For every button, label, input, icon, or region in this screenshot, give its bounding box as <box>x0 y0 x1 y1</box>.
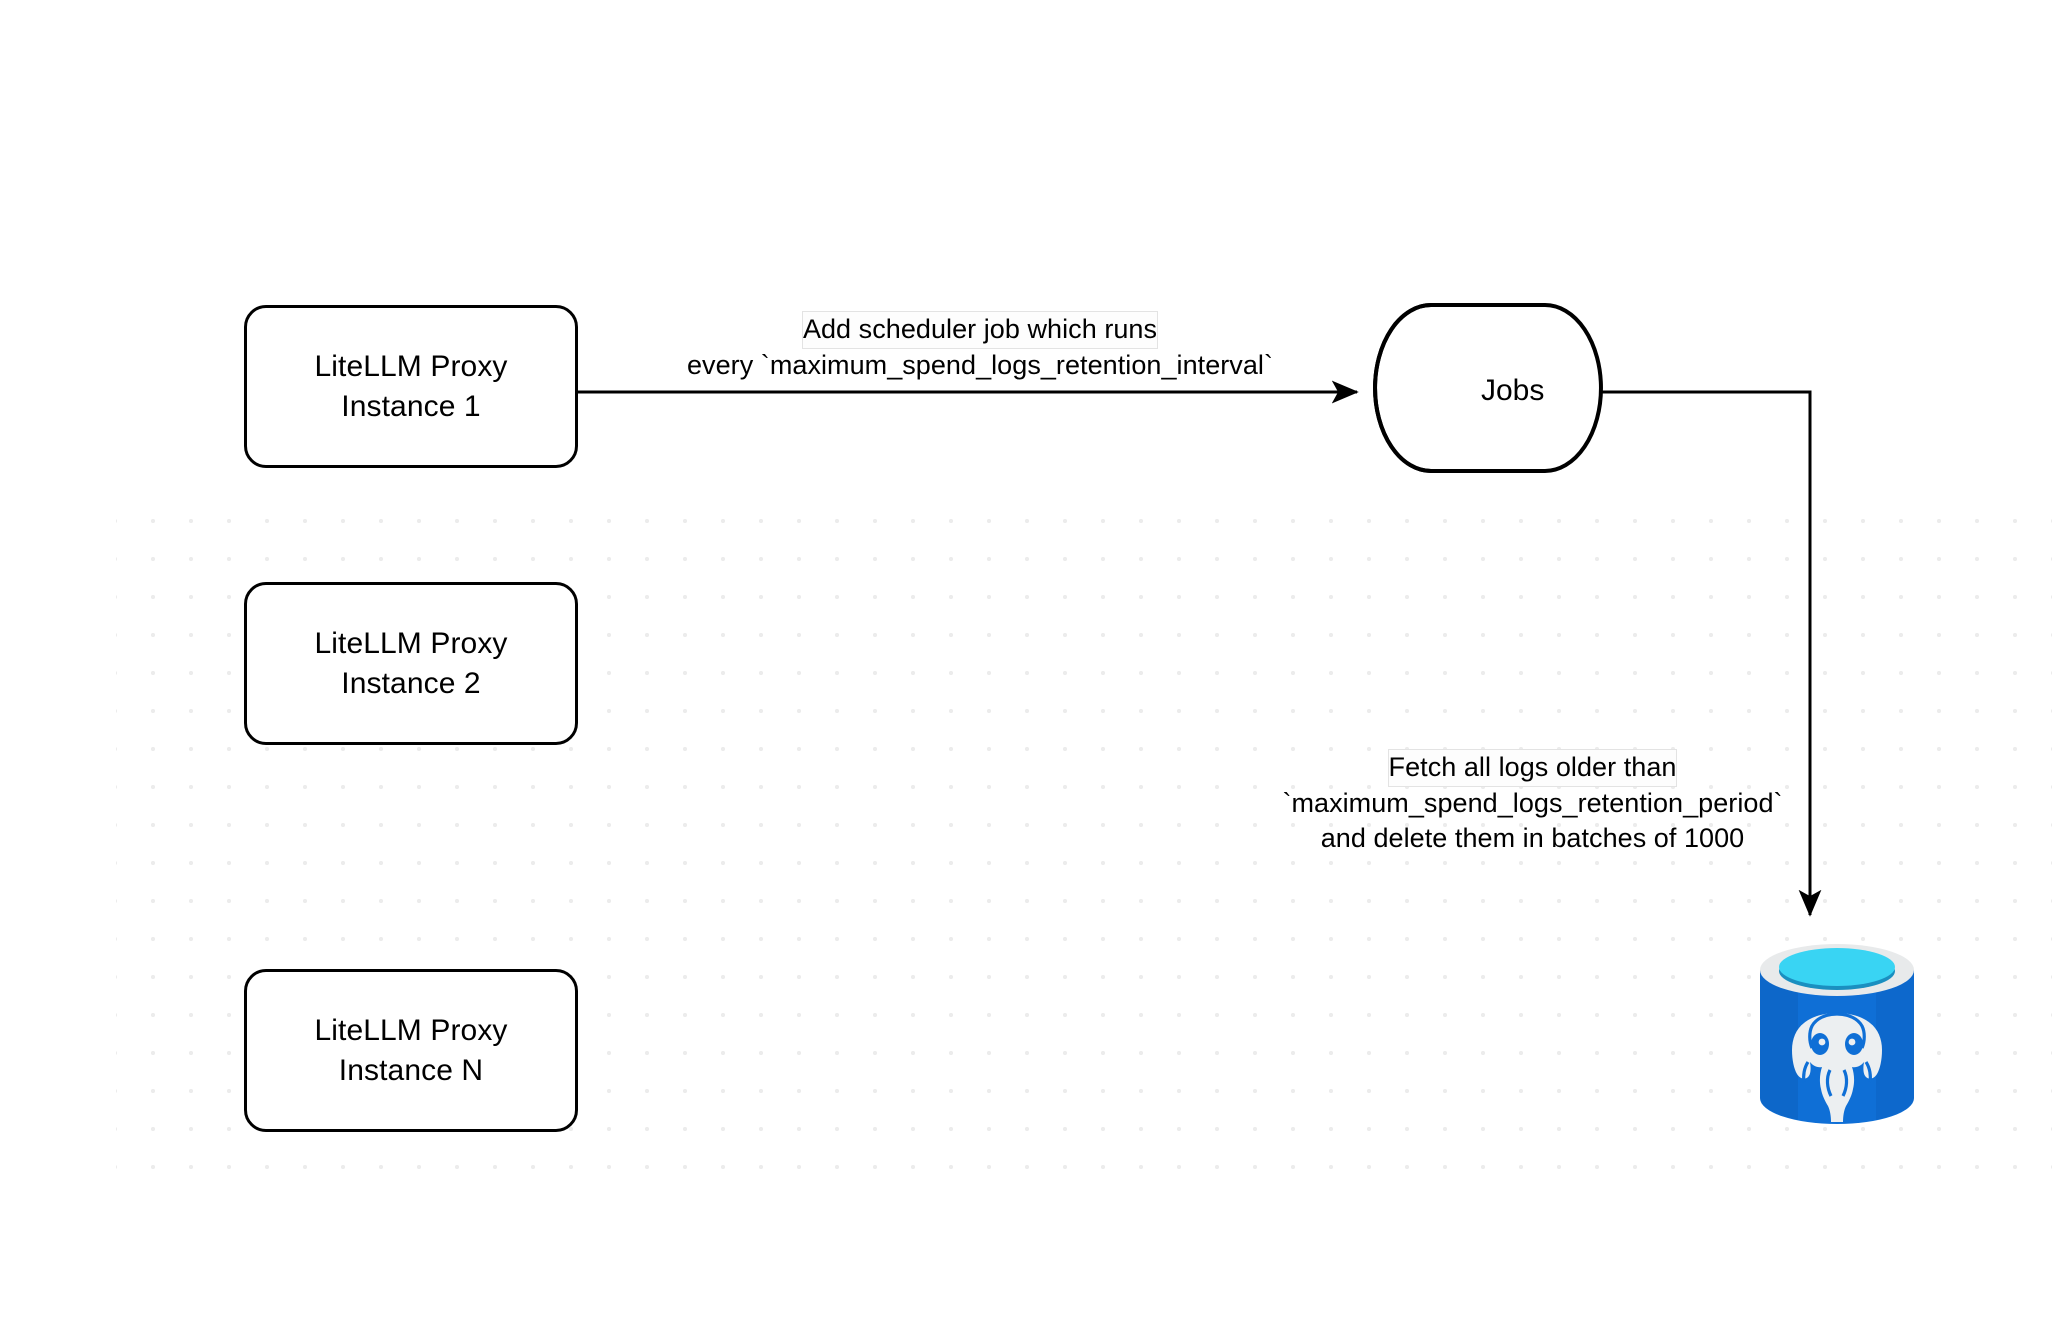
edge-label-line: Add scheduler job which runs <box>802 312 1158 348</box>
node-jobs-label: Jobs <box>1481 374 1545 407</box>
node-label-line: LiteLLM Proxy <box>314 626 508 660</box>
postgres-database-icon[interactable] <box>1752 940 1922 1140</box>
node-label-line: Instance 1 <box>341 389 481 423</box>
edge-label-line: every `maximum_spend_logs_retention_inte… <box>686 349 1274 380</box>
edge-delete-logs-line <box>1600 390 1822 917</box>
node-proxy-instance-n[interactable]: LiteLLM Proxy Instance N <box>244 969 578 1132</box>
elephant-eyes <box>1818 1038 1856 1046</box>
node-proxy-instance-1[interactable]: LiteLLM Proxy Instance 1 <box>244 305 578 468</box>
node-label-line: LiteLLM Proxy <box>314 349 508 383</box>
node-label-line: LiteLLM Proxy <box>314 1013 508 1047</box>
edge-scheduler-label: Add scheduler job which runs every `maxi… <box>615 312 1345 383</box>
edge-label-line: Fetch all logs older than <box>1388 750 1677 786</box>
jobs-cylinder-shape <box>1373 303 1603 473</box>
node-label-line: Instance N <box>338 1053 484 1087</box>
elephant-contours <box>1802 1012 1872 1097</box>
node-proxy-instance-2[interactable]: LiteLLM Proxy Instance 2 <box>244 582 578 745</box>
node-label-line: Instance 2 <box>341 666 481 700</box>
edge-label-line: and delete them in batches of 1000 <box>1320 823 1745 854</box>
edge-label-line: `maximum_spend_logs_retention_period` <box>1282 787 1783 818</box>
edge-delete-logs-label: Fetch all logs older than `maximum_spend… <box>1245 750 1820 857</box>
